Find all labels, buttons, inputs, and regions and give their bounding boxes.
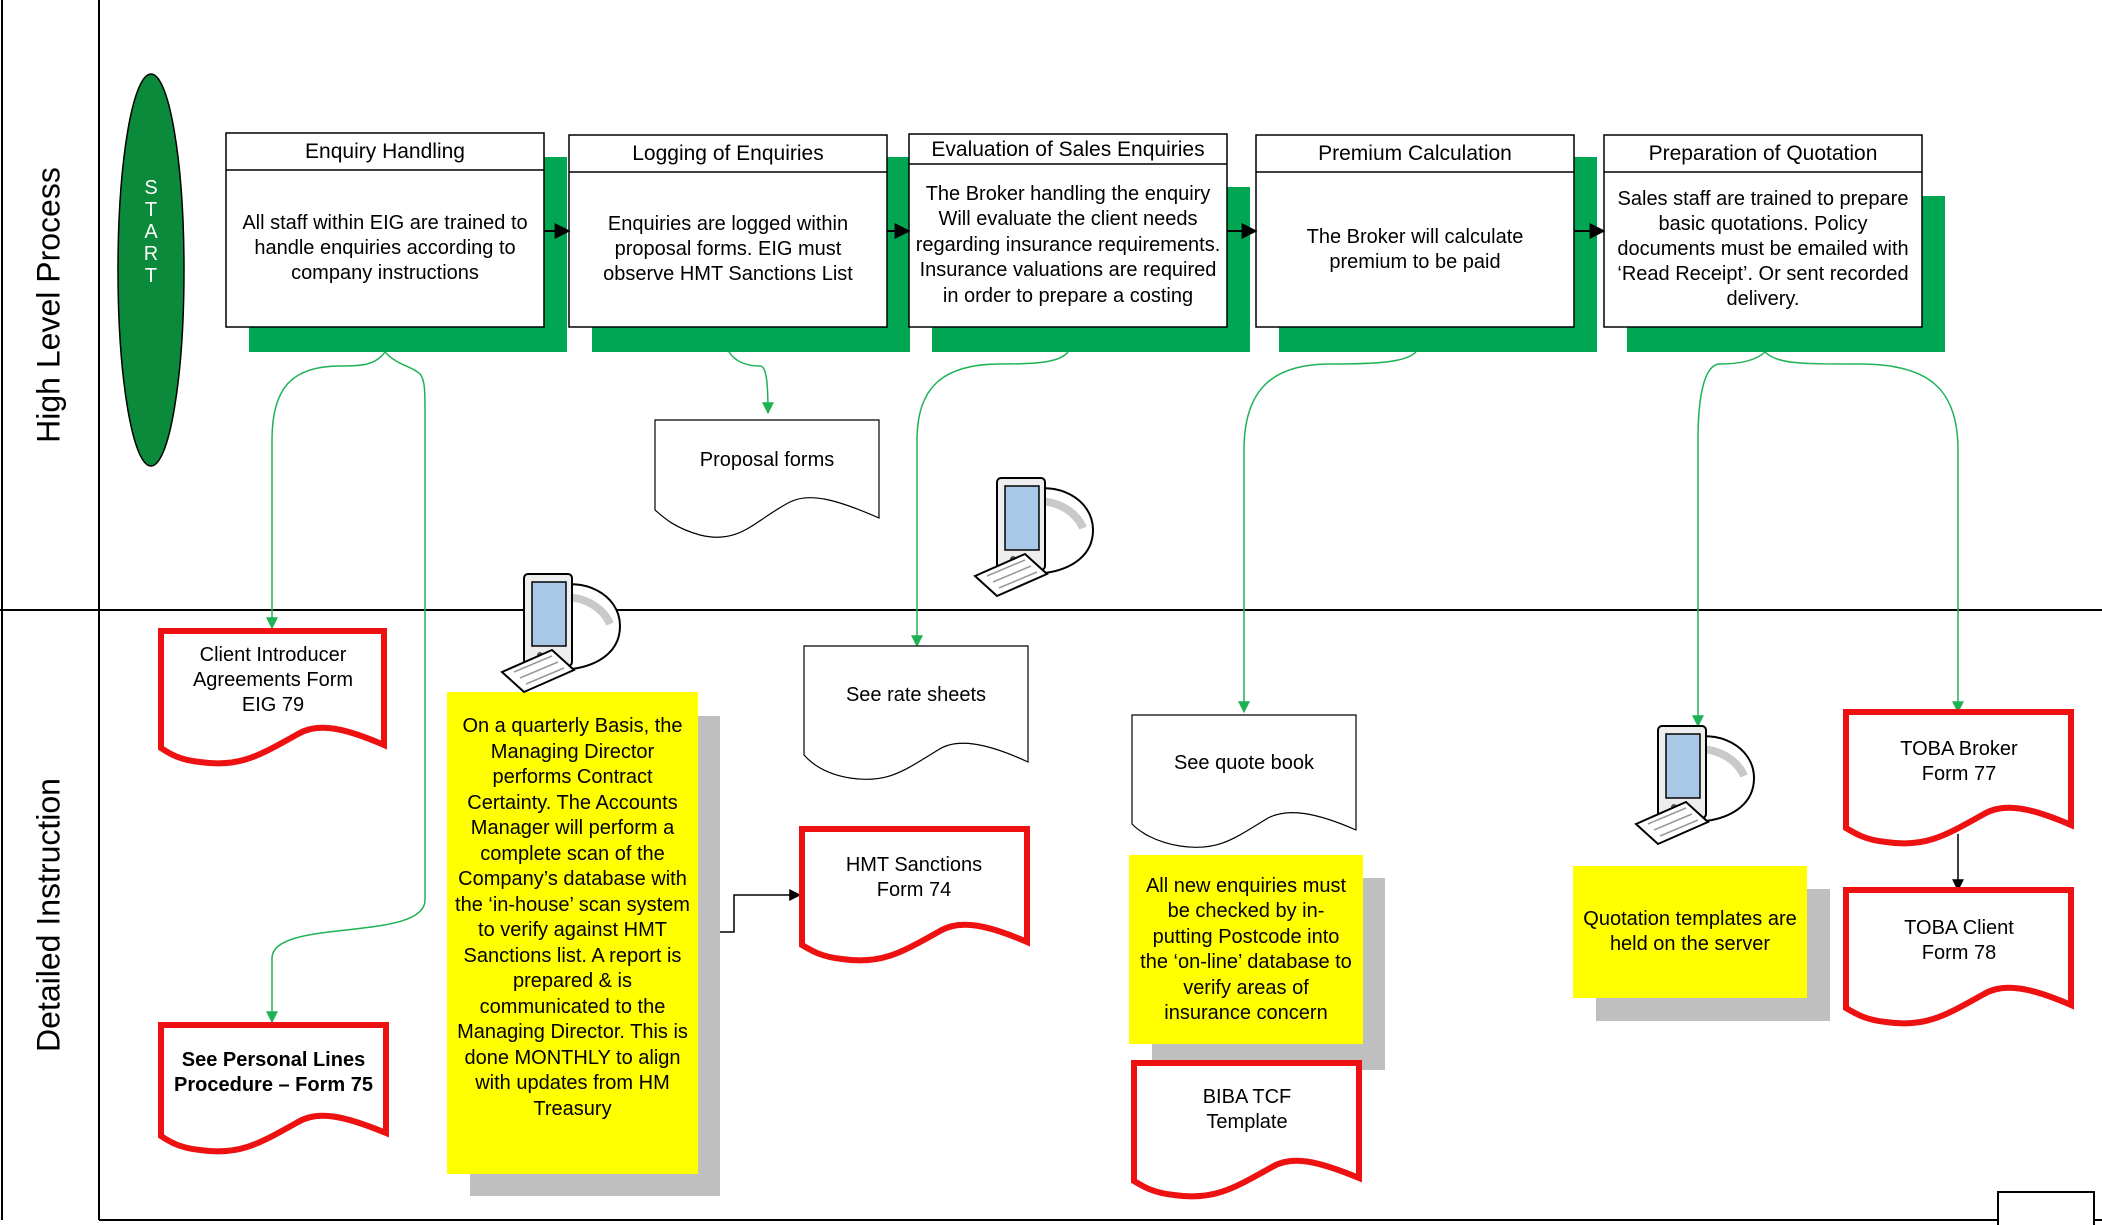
form-hmt-sanctions: HMT Sanctions Form 74 — [845, 854, 983, 901]
step-title-evaluation: Evaluation of Sales Enquiries — [931, 137, 1205, 161]
process-steps — [225, 132, 1923, 328]
form-client-introducer: Client Introducer Agreements Form EIG 79 — [192, 643, 354, 716]
form-biba-tcf: BIBA TCF Template — [1202, 1086, 1292, 1133]
note-boxes — [447, 692, 1807, 1174]
document-rate-sheets: See rate sheets — [845, 683, 987, 706]
document-quote-book: See quote book — [1173, 751, 1315, 774]
step-title-logging: Logging of Enquiries — [632, 142, 824, 165]
note-postcode-check: All new enquiries must be checked by in-… — [1140, 874, 1352, 1025]
form-toba-broker: TOBA Broker Form 77 — [1900, 738, 2018, 785]
step-body-enquiry-handling: All staff within EIG are trained to hand… — [242, 212, 528, 284]
note-quotation-templates: Quotation templates are held on the serv… — [1583, 908, 1797, 955]
step-body-evaluation: The Broker handling the enquiry Will eva… — [915, 182, 1221, 307]
detail-arrows — [720, 834, 1964, 933]
note-contract-certainty: On a quarterly Basis, the Managing Direc… — [455, 715, 690, 1120]
document-shapes — [654, 419, 1357, 848]
computer-icon — [502, 574, 620, 692]
step-body-premium: The Broker will calculate premium to be … — [1306, 225, 1524, 273]
step-title-quotation: Preparation of Quotation — [1648, 142, 1878, 165]
step-body-quotation: Sales staff are trained to prepare basic… — [1617, 188, 1909, 310]
form-shapes — [158, 628, 2074, 1200]
step-title-enquiry-handling: Enquiry Handling — [305, 140, 465, 163]
step-body-logging: Enquiries are logged within proposal for… — [603, 213, 853, 285]
form-personal-lines: See Personal Lines Procedure – Form 75 — [174, 1049, 373, 1096]
form-toba-client: TOBA Client Form 78 — [1904, 917, 2014, 964]
document-proposal-forms: Proposal forms — [699, 448, 835, 471]
start-label: S T A R T — [143, 177, 159, 287]
computer-icon — [1636, 726, 1754, 844]
step-title-premium: Premium Calculation — [1318, 142, 1512, 165]
start-terminator — [117, 73, 185, 467]
connectors — [266, 351, 1964, 1024]
computer-icon — [975, 478, 1093, 596]
